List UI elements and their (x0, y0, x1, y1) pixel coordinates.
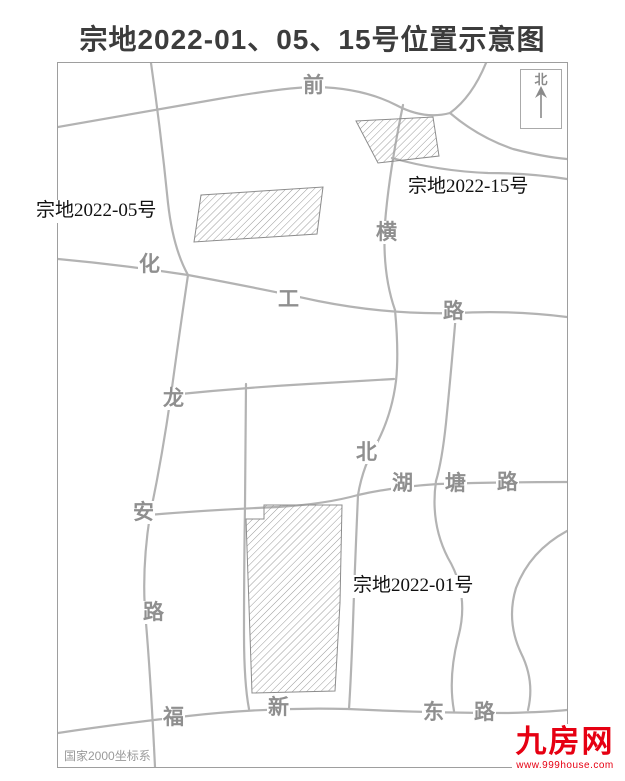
road-label-xin: 新 (267, 696, 290, 719)
road-label-dong: 东 (422, 701, 445, 724)
page-title: 宗地2022-01、05、15号位置示意图 (79, 24, 546, 55)
road-path-left-vertical-upper (149, 63, 190, 277)
brand-logo-text: 九房网 (515, 724, 615, 759)
road-path-east-vertical (434, 311, 458, 483)
compass-box: 北 (520, 69, 562, 129)
road-label-hu: 湖 (391, 472, 414, 495)
road-label-lu-longan: 路 (142, 601, 165, 624)
road-path-qian-east-branch (448, 111, 567, 161)
road-path-mid-horizontal-upper (168, 377, 396, 397)
north-arrow-icon (535, 86, 547, 118)
parcel-label-2022-01: 宗地2022-01号 (351, 575, 476, 598)
road-label-heng: 横 (375, 221, 398, 244)
map-canvas: 前 横 化 工 路 龙 安 路 北 湖 塘 路 福 新 东 路 宗地2022-0… (34, 62, 568, 768)
parcel-label-2022-15: 宗地2022-15号 (406, 176, 531, 199)
parcel-2022-05-shape (193, 186, 324, 243)
road-label-lu-fuxindong: 路 (473, 701, 496, 724)
road-label-fu: 福 (162, 706, 185, 729)
road-label-an: 安 (132, 501, 155, 524)
road-path-fuxindong (58, 707, 567, 735)
road-network-svg (58, 63, 567, 767)
road-label-gong: 工 (277, 288, 300, 311)
road-path-southeast-wavy-2 (510, 529, 567, 712)
brand-website: www.999house.com (516, 759, 614, 771)
road-path-mid-vertical-short (243, 382, 248, 507)
parcel-2022-15-shape (355, 116, 440, 164)
road-label-long: 龙 (162, 387, 185, 410)
parcel-2022-01-shape (245, 504, 343, 694)
parcels (193, 116, 440, 694)
road-path-huagong (58, 257, 567, 319)
road-label-qian: 前 (302, 74, 325, 97)
brand-watermark: 九房网 www.999house.com (512, 724, 618, 772)
parcel-label-2022-05: 宗地2022-05号 (34, 200, 159, 223)
compass-north-label: 北 (534, 72, 548, 87)
coordinate-system-note: 国家2000坐标系 (62, 747, 153, 764)
road-path-hutang-east (356, 480, 567, 497)
road-path-qian-north-branch (448, 63, 488, 115)
road-label-lu-huagong: 路 (442, 300, 465, 323)
road-label-bei: 北 (355, 441, 378, 464)
road-label-hua: 化 (138, 253, 161, 276)
road-path-under-parcel-15 (390, 156, 567, 181)
road-path-parcel01-east (347, 493, 360, 711)
road-label-tang: 塘 (444, 472, 467, 495)
road-path-bei-curve (356, 308, 399, 497)
road-label-lu-hutang: 路 (496, 471, 519, 494)
road-path-parcel01-west (242, 503, 251, 711)
